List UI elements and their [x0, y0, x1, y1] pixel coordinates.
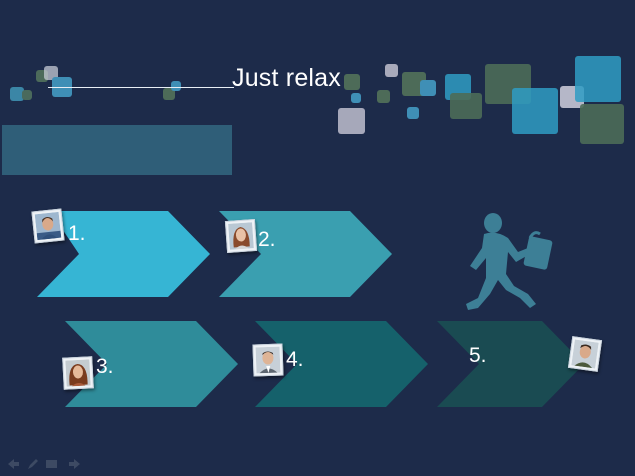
step-number-4: 4.	[286, 348, 304, 371]
menu-icon[interactable]	[46, 460, 57, 468]
step-chevron-2[interactable]	[218, 210, 394, 298]
businessman-running-icon[interactable]	[462, 212, 556, 318]
step-chevron-3[interactable]	[64, 320, 240, 408]
step-chevron-1[interactable]	[36, 210, 212, 298]
step-chevron-2-shape	[219, 211, 392, 297]
step-number-1: 1.	[68, 222, 86, 245]
woman-portrait-icon[interactable]	[62, 356, 94, 390]
step-chevron-5-shape	[437, 321, 584, 407]
pen-icon[interactable]	[28, 459, 38, 469]
step-chevron-4-shape	[255, 321, 428, 407]
step-number-5: 5.	[469, 344, 487, 367]
subtitle-placeholder-bar[interactable]	[2, 125, 232, 175]
man-portrait-icon[interactable]	[31, 208, 65, 244]
step-chevron-5[interactable]	[436, 320, 586, 408]
previous-icon[interactable]	[8, 459, 19, 469]
slideshow-controls	[8, 459, 80, 469]
step-chevron-3-shape	[65, 321, 238, 407]
next-icon[interactable]	[69, 459, 80, 469]
step-chevron-4[interactable]	[254, 320, 430, 408]
title-underline	[48, 87, 234, 88]
step-number-3: 3.	[96, 355, 114, 378]
man-portrait-icon[interactable]	[567, 336, 603, 372]
man-portrait-icon[interactable]	[252, 343, 284, 377]
step-number-2: 2.	[258, 228, 276, 251]
step-chevron-1-shape	[37, 211, 210, 297]
slide-title[interactable]: Just relax	[232, 64, 341, 92]
woman-portrait-icon[interactable]	[224, 218, 258, 254]
